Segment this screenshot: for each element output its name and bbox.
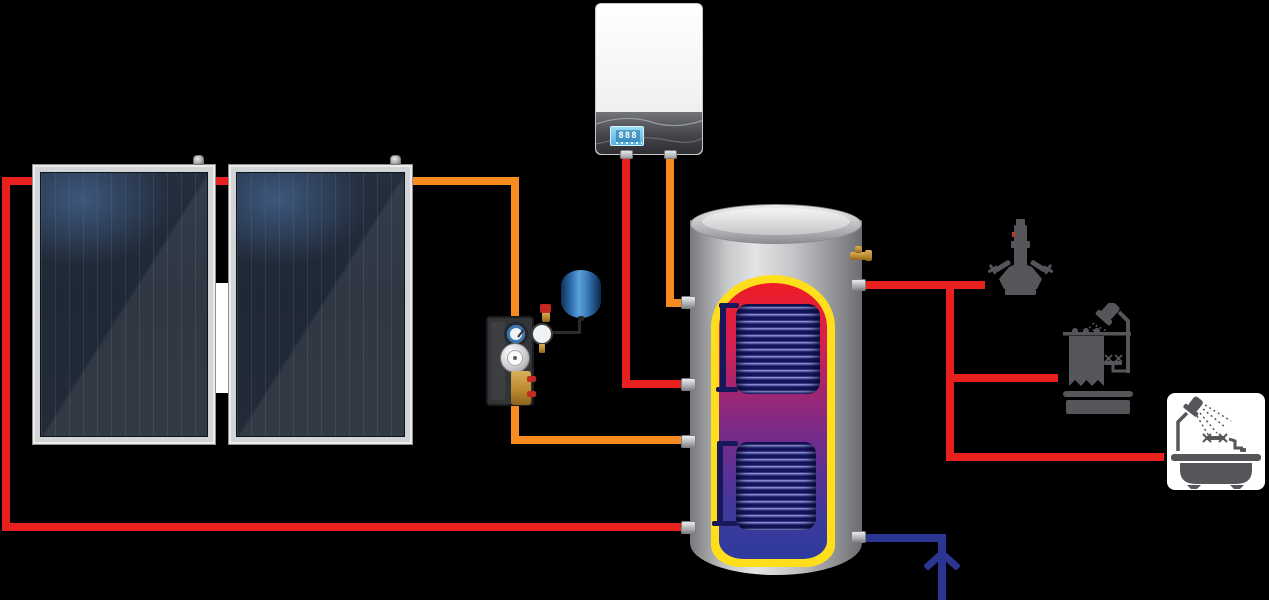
tank-port-boiler-return: [681, 296, 696, 309]
solar-panel-right-surface: [236, 172, 405, 437]
shower-curtain: [1069, 336, 1104, 386]
bathtub-card: [1167, 393, 1265, 490]
relief-valve-outlet: [865, 250, 872, 261]
pump-station-panel: [491, 322, 505, 400]
boiler-flow-port: [620, 150, 633, 159]
pipe-collector-return-top: [2, 177, 33, 185]
bath-shower-spray: [1196, 404, 1232, 437]
valve-handle-upper: [527, 376, 536, 382]
lower-coil-outlet-stub: [712, 521, 738, 526]
lower-coil-downpipe: [717, 443, 723, 525]
pipe-cold-inlet-horizontal: [858, 534, 946, 542]
faucet-red-marker: [1012, 232, 1015, 237]
valve-handle-lower: [527, 391, 536, 397]
tank-port-hot-water-out: [851, 279, 866, 291]
expansion-vessel-icon: [561, 270, 601, 318]
gauge-stem: [539, 344, 545, 353]
gauge-needle: [517, 329, 525, 338]
lower-heat-exchanger-coil: [736, 442, 816, 530]
pipe-hot-water-to-bathtub: [946, 453, 1164, 461]
vessel-fitting: [578, 316, 584, 321]
solar-panel-left-icon: [32, 164, 216, 445]
brass-manifold: [511, 371, 531, 405]
relief-valve-icon: [850, 252, 866, 260]
lower-coil-inlet-stub: [717, 441, 738, 446]
pump-core: [507, 350, 523, 366]
pipe-hot-water-to-shower: [946, 374, 1058, 382]
shower-icon: [1063, 303, 1133, 414]
bathtub-shower-icon: [1171, 396, 1261, 489]
panel-sensor-cap-right: [390, 155, 401, 165]
safety-valve-cap: [540, 304, 551, 313]
pipe-solar-flow-vertical: [511, 177, 519, 444]
pipe-boiler-return-to-tank: [666, 299, 690, 307]
boiler-display-digits: 888: [616, 130, 640, 142]
circulation-pump-icon: [500, 343, 530, 373]
relief-valve-cap: [855, 246, 862, 253]
boiler-return-port: [664, 150, 677, 159]
pipe-solar-flow-top: [412, 177, 519, 185]
faucet-icon: [987, 219, 1054, 295]
pipe-solar-flow-to-tank: [511, 436, 690, 444]
boiler-display-ticks: [616, 142, 642, 144]
panel-gap-strip: [216, 283, 229, 393]
upper-heat-exchanger-coil: [736, 304, 820, 394]
pipe-boiler-return-vertical: [666, 156, 674, 307]
pipe-collector-return-bottom: [2, 523, 690, 531]
solar-panel-left-surface: [40, 172, 208, 437]
upper-coil-downpipe: [720, 305, 726, 390]
pipe-hot-water-to-faucet: [858, 281, 985, 289]
shower-mixer: [1104, 354, 1128, 373]
pipe-hot-water-riser: [946, 281, 954, 461]
storage-tank-lid: [690, 204, 862, 244]
upper-coil-outlet-stub: [716, 387, 738, 392]
thermometer-gauge-icon: [531, 323, 553, 345]
pipe-boiler-flow-vertical: [622, 156, 630, 388]
tank-port-boiler-flow: [681, 378, 696, 391]
storage-tank-lid-top: [702, 208, 850, 235]
pipe-panel-connector: [214, 177, 230, 185]
tank-port-solar-return: [681, 521, 696, 534]
pump-center-dot: [513, 356, 517, 360]
pipe-cold-inlet-vertical: [938, 534, 946, 600]
tank-port-solar-flow: [681, 435, 696, 448]
boiler-display: 888: [610, 126, 644, 146]
vessel-connector-horizontal: [552, 331, 580, 334]
vessel-connector-vertical: [578, 313, 581, 334]
pipe-boiler-flow-to-tank: [622, 380, 690, 388]
bath-mixer: [1202, 433, 1246, 452]
pipe-collector-return-vertical: [2, 177, 10, 531]
pressure-gauge-icon: [504, 322, 528, 346]
tank-port-cold-water-in: [851, 531, 866, 543]
upper-coil-inlet-stub: [719, 303, 739, 308]
solar-panel-right-icon: [228, 164, 413, 445]
panel-sensor-cap-left: [193, 155, 204, 165]
safety-valve-body: [542, 312, 550, 322]
